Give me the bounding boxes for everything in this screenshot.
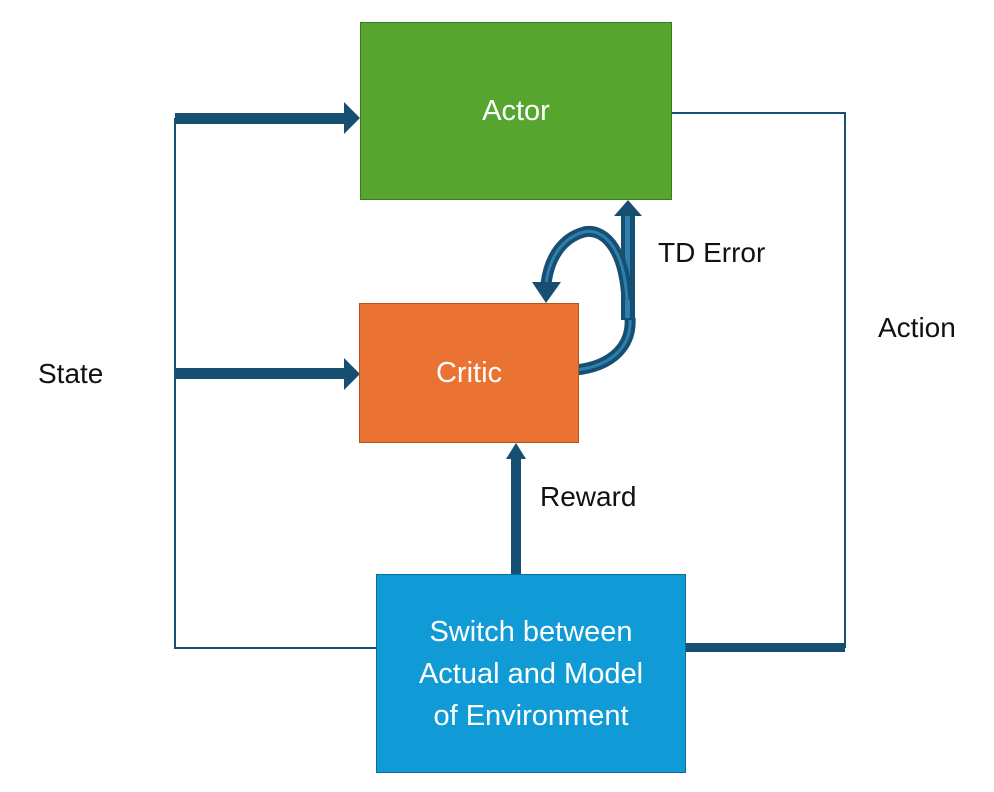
state-label: State: [38, 358, 104, 389]
td-error-to-critic-loop-arrow: [532, 225, 633, 303]
environment-label: Switch between Actual and Model of Envir…: [418, 615, 644, 732]
reward-label: Reward: [540, 481, 637, 512]
actor-box: Actor: [360, 22, 672, 200]
action-to-environment-arrow: [671, 638, 845, 658]
state-feedback-line: [174, 118, 376, 649]
critic-label: Critic: [435, 356, 503, 389]
actor-label: Actor: [482, 94, 550, 127]
reward-arrow: [506, 443, 526, 594]
td-error-to-actor-arrow: [575, 200, 642, 376]
environment-box: Switch between Actual and Model of Envir…: [376, 574, 686, 773]
action-line: [672, 112, 846, 648]
action-label: Action: [878, 312, 956, 343]
td-error-label: TD Error: [658, 237, 766, 268]
state-to-critic-arrow: [175, 358, 360, 390]
state-to-actor-arrow: [175, 102, 360, 134]
critic-box: Critic: [359, 303, 579, 443]
